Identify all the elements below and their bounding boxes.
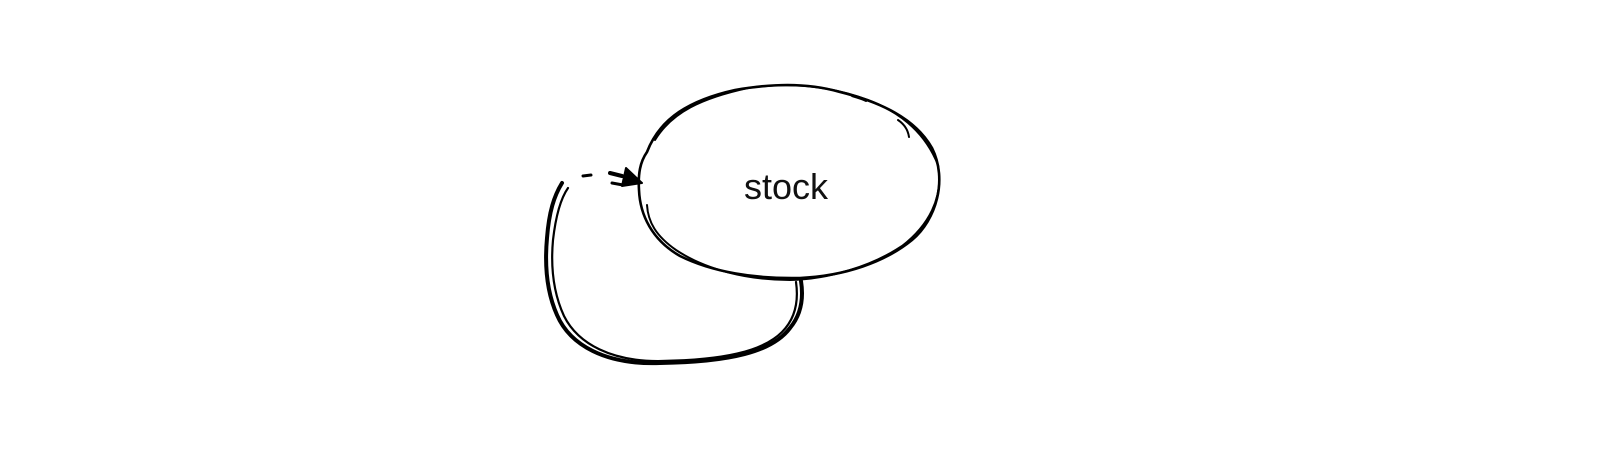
- stock-node-label: stock: [744, 166, 829, 207]
- self-loop-edge[interactable]: [544, 167, 804, 366]
- arrowhead-icon: [621, 167, 643, 187]
- stock-node[interactable]: stock: [637, 83, 941, 281]
- self-loop-edge-dash: [610, 181, 625, 187]
- self-loop-edge-dash: [581, 173, 593, 178]
- self-loop-edge-path-sketch: [551, 186, 798, 363]
- self-loop-edge-dash: [608, 171, 624, 178]
- stock-node-outline-sketch: [646, 84, 941, 281]
- stock-node-tick: [851, 95, 867, 102]
- self-loop-edge-path: [544, 181, 804, 366]
- stock-node-tick: [897, 119, 910, 138]
